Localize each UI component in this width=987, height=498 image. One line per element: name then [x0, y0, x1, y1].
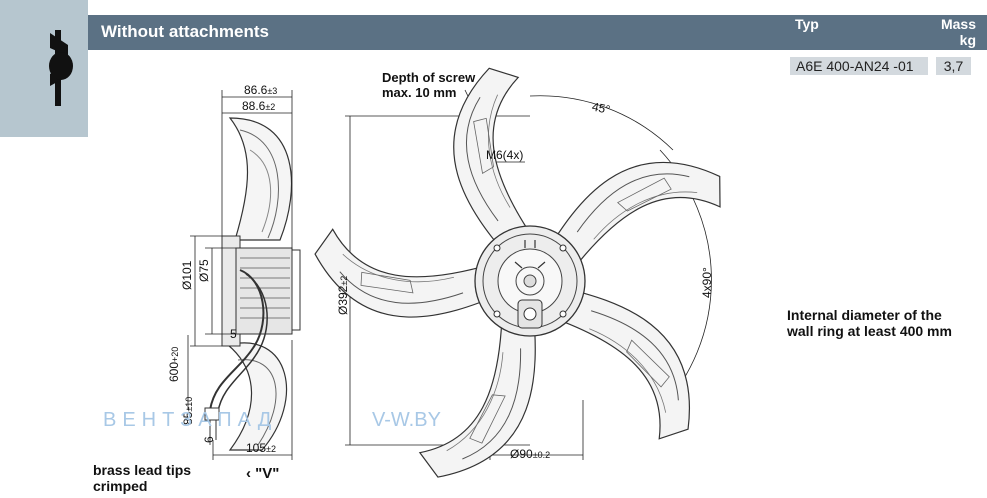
watermark-right: V-W.BY: [372, 409, 441, 431]
dim-cable: 600+20: [167, 347, 181, 382]
fan-hub: [474, 225, 586, 337]
dim-depth-a: 86.6±3: [244, 83, 277, 97]
fan-logo-icon: [49, 30, 73, 106]
side-tab: [0, 0, 88, 137]
dim-width-105: 105±2: [246, 441, 276, 455]
header-bar: [88, 15, 987, 50]
note-lead-tips: brass lead tips crimped: [93, 462, 191, 494]
dim-dia-392: Ø392±2: [336, 276, 350, 315]
side-view: [204, 117, 301, 451]
page-title: Without attachments: [101, 22, 269, 41]
column-header-typ: Typ: [795, 16, 819, 32]
note-lead-tips-line2: crimped: [93, 478, 148, 494]
dim-dia-75: Ø75: [197, 259, 211, 282]
dim-dia-101: Ø101: [180, 260, 194, 290]
dim-screw: M6(4x): [486, 148, 523, 162]
column-header-mass-label: Mass: [940, 16, 976, 32]
dim-depth-b: 88.6±2: [242, 99, 275, 113]
side-dimension-lines: [187, 90, 293, 460]
dim-five: 5: [230, 327, 237, 341]
note-wall-ring: Internal diameter of the wall ring at le…: [787, 307, 952, 339]
product-mass-cell: 3,7: [936, 57, 971, 75]
dim-angle-45: 45°: [591, 99, 612, 117]
note-wall-ring-line2: wall ring at least 400 mm: [787, 323, 952, 339]
view-label: ‹ "V": [246, 466, 279, 482]
view-arrow-icon: ‹: [246, 465, 251, 482]
dim-six: 6: [202, 436, 216, 443]
column-header-mass: Mass kg: [932, 16, 976, 48]
watermark-left: ВЕНТЗАПАД: [103, 409, 278, 431]
note-screw-depth-2: max. 10 mm: [382, 85, 456, 100]
view-label-text: "V": [255, 465, 280, 482]
note-wall-ring-line1: Internal diameter of the: [787, 307, 942, 323]
column-header-mass-unit: kg: [959, 32, 976, 48]
dim-dia-90: Ø90±0.2: [510, 447, 550, 461]
dim-cable-end: 85±10: [181, 397, 195, 425]
dim-angle-4x90: 4x90°: [700, 267, 714, 298]
product-typ-cell: A6E 400-AN24 -01: [790, 57, 928, 75]
note-lead-tips-line1: brass lead tips: [93, 462, 192, 478]
note-screw-depth-1: Depth of screw: [382, 70, 476, 85]
